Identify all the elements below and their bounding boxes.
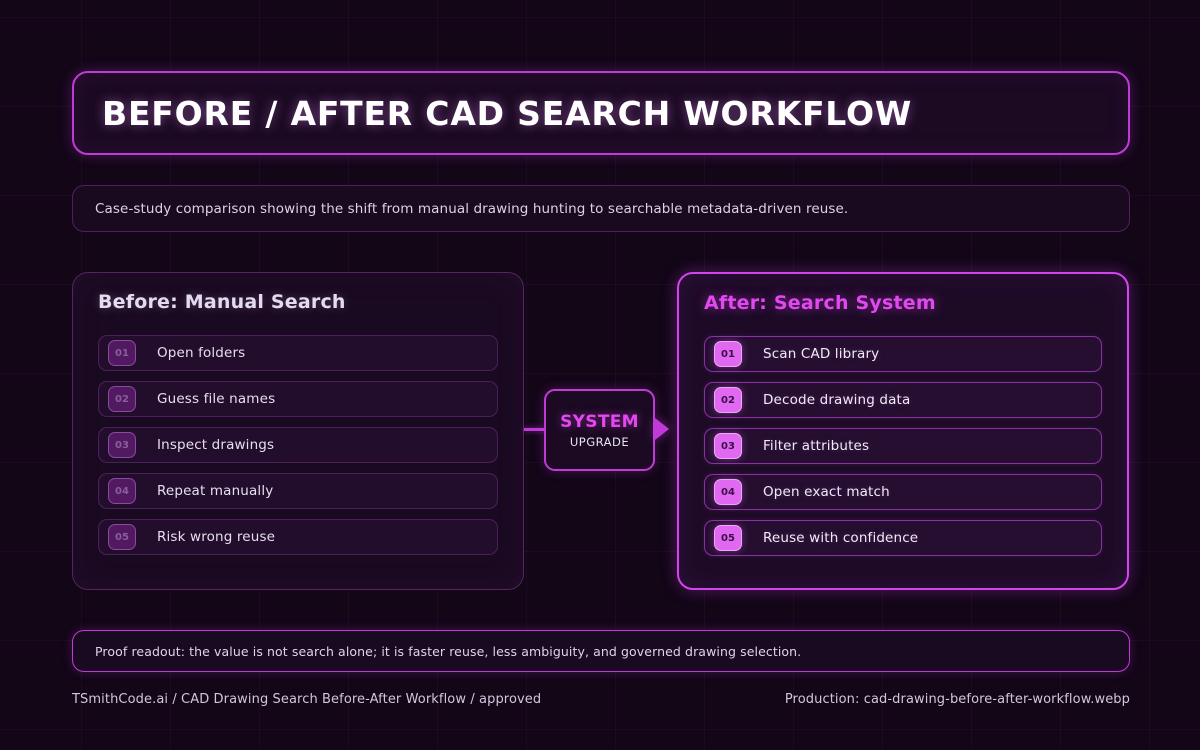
step-label: Open folders xyxy=(157,345,246,361)
proof-readout-text: Proof readout: the value is not search a… xyxy=(95,643,802,659)
step-row[interactable]: 04 Repeat manually xyxy=(98,473,498,509)
step-number-badge: 01 xyxy=(714,341,742,367)
connector-subtitle: UPGRADE xyxy=(569,434,630,449)
step-number-badge: 04 xyxy=(108,478,136,504)
panel-heading-before: Before: Manual Search xyxy=(98,291,346,313)
footer: TSmithCode.ai / CAD Drawing Search Befor… xyxy=(72,688,1130,710)
panel-before-manual-search: Before: Manual Search 01 Open folders 02… xyxy=(72,272,524,590)
arrow-right-icon xyxy=(655,418,669,440)
step-number-badge: 01 xyxy=(108,340,136,366)
step-list-after: 01 Scan CAD library 02 Decode drawing da… xyxy=(704,336,1102,556)
step-number-badge: 05 xyxy=(108,524,136,550)
footer-production-file: Production: cad-drawing-before-after-wor… xyxy=(784,691,1130,707)
step-row[interactable]: 04 Open exact match xyxy=(704,474,1102,510)
step-row[interactable]: 02 Guess file names xyxy=(98,381,498,417)
connector-box[interactable]: SYSTEM UPGRADE xyxy=(544,389,655,471)
step-label: Risk wrong reuse xyxy=(157,529,276,545)
step-label: Inspect drawings xyxy=(157,437,275,453)
step-label: Scan CAD library xyxy=(763,346,880,362)
footer-attribution: TSmithCode.ai / CAD Drawing Search Befor… xyxy=(72,691,542,707)
step-row[interactable]: 03 Inspect drawings xyxy=(98,427,498,463)
step-label: Decode drawing data xyxy=(763,392,911,408)
title-banner: BEFORE / AFTER CAD SEARCH WORKFLOW xyxy=(72,71,1130,155)
step-number-badge: 05 xyxy=(714,525,742,551)
step-number-badge: 04 xyxy=(714,479,742,505)
step-row[interactable]: 05 Risk wrong reuse xyxy=(98,519,498,555)
step-number-badge: 02 xyxy=(714,387,742,413)
step-row[interactable]: 01 Scan CAD library xyxy=(704,336,1102,372)
connector-title: SYSTEM xyxy=(560,411,639,432)
step-row[interactable]: 02 Decode drawing data xyxy=(704,382,1102,418)
step-label: Open exact match xyxy=(763,484,890,500)
panel-heading-after: After: Search System xyxy=(704,292,936,314)
step-list-before: 01 Open folders 02 Guess file names 03 I… xyxy=(98,335,498,555)
panel-after-search-system: After: Search System 01 Scan CAD library… xyxy=(677,272,1129,590)
subtitle-text: Case-study comparison showing the shift … xyxy=(95,200,849,217)
step-row[interactable]: 05 Reuse with confidence xyxy=(704,520,1102,556)
step-row[interactable]: 03 Filter attributes xyxy=(704,428,1102,464)
step-label: Repeat manually xyxy=(157,483,274,499)
page-title: BEFORE / AFTER CAD SEARCH WORKFLOW xyxy=(102,93,913,133)
step-number-badge: 03 xyxy=(714,433,742,459)
step-label: Reuse with confidence xyxy=(763,530,919,546)
step-row[interactable]: 01 Open folders xyxy=(98,335,498,371)
step-label: Filter attributes xyxy=(763,438,870,454)
proof-readout-strip: Proof readout: the value is not search a… xyxy=(72,630,1130,672)
step-number-badge: 03 xyxy=(108,432,136,458)
subtitle-strip: Case-study comparison showing the shift … xyxy=(72,185,1130,232)
system-upgrade-connector: SYSTEM UPGRADE xyxy=(524,389,676,473)
step-number-badge: 02 xyxy=(108,386,136,412)
step-label: Guess file names xyxy=(157,391,276,407)
connector-line-icon xyxy=(524,428,546,431)
